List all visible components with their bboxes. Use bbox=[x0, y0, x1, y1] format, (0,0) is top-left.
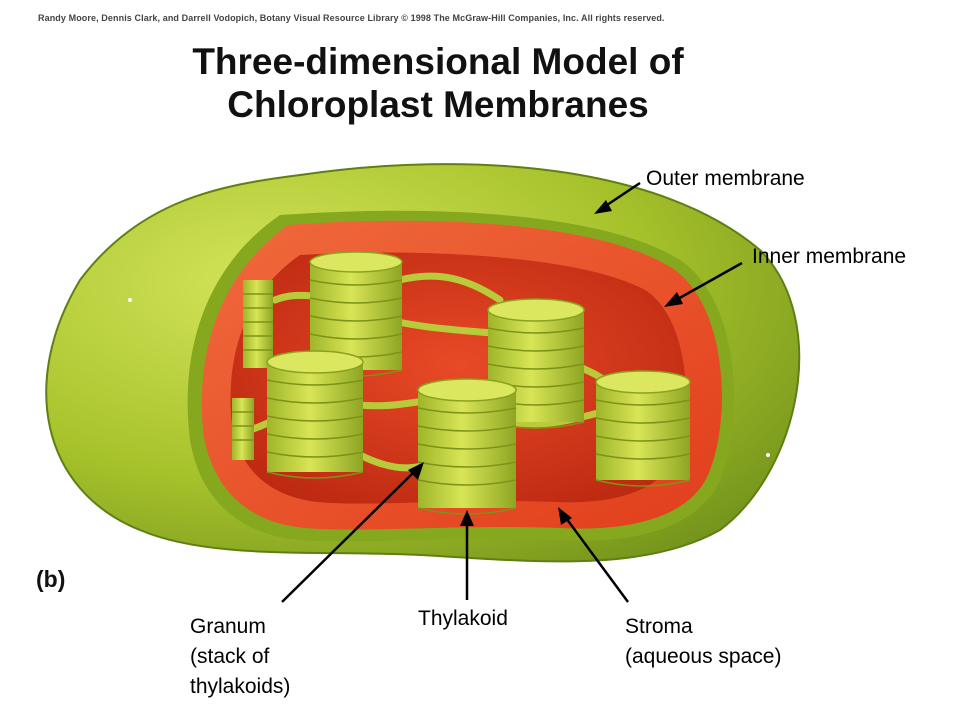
shell-highlight bbox=[766, 453, 770, 457]
arrow-thylakoid bbox=[460, 510, 474, 600]
granum-stack-edge-left bbox=[232, 398, 254, 460]
label-stroma-line-1: Stroma bbox=[625, 615, 693, 638]
label-thylakoid: Thylakoid bbox=[418, 607, 508, 630]
shell-highlight bbox=[128, 298, 132, 302]
arrow-outer-membrane bbox=[594, 181, 641, 214]
panel-label: (b) bbox=[36, 566, 66, 592]
arrow-stroma bbox=[558, 507, 630, 603]
label-inner-membrane: Inner membrane bbox=[752, 245, 907, 268]
title-line-1: Three-dimensional Model of bbox=[192, 41, 684, 82]
label-granum-line-1: Granum bbox=[190, 615, 266, 638]
label-granum-line-3: thylakoids) bbox=[190, 675, 291, 698]
granum-stack-center bbox=[417, 378, 517, 515]
label-outer-membrane: Outer membrane bbox=[646, 167, 805, 190]
granum-stack-left-front bbox=[266, 350, 364, 479]
label-stroma-line-2: (aqueous space) bbox=[625, 645, 782, 668]
copyright-credit: Randy Moore, Dennis Clark, and Darrell V… bbox=[38, 13, 665, 23]
label-granum-line-2: (stack of bbox=[190, 645, 270, 668]
label-granum: Granum (stack of thylakoids) bbox=[190, 612, 290, 702]
diagram-title: Three-dimensional Model of Chloroplast M… bbox=[118, 40, 758, 126]
arrow-inner-membrane bbox=[664, 261, 743, 307]
granum-stack-right-front bbox=[595, 370, 691, 487]
arrow-granum bbox=[281, 462, 424, 603]
label-arrows bbox=[281, 181, 743, 603]
label-stroma: Stroma (aqueous space) bbox=[625, 612, 781, 672]
granum-stack-back-left bbox=[243, 280, 273, 368]
title-line-2: Chloroplast Membranes bbox=[227, 84, 649, 125]
